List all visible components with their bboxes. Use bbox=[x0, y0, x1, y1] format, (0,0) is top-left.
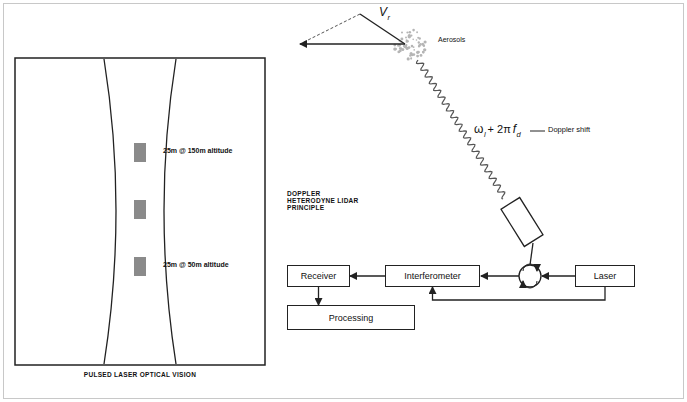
caption: PULSED LASER OPTICAL VISION bbox=[84, 371, 196, 378]
vector-subscript: r bbox=[388, 14, 391, 22]
aerosol-dot bbox=[405, 37, 407, 39]
box-label: Laser bbox=[594, 271, 617, 281]
beam-line bbox=[481, 275, 519, 276]
aerosol-dot bbox=[419, 37, 421, 39]
range-gate bbox=[134, 143, 146, 162]
aerosol-dot bbox=[421, 43, 424, 46]
part-label: Aerosols bbox=[438, 36, 465, 44]
aerosol-dot bbox=[401, 31, 403, 33]
aerosol-dot bbox=[405, 44, 407, 46]
aerosol-dot bbox=[418, 41, 420, 43]
connector bbox=[433, 287, 606, 300]
aerosol-dot bbox=[422, 51, 424, 53]
leader-line bbox=[530, 131, 545, 132]
frequency-subscript: l bbox=[484, 131, 486, 139]
beam-line bbox=[542, 275, 575, 276]
circulator-arrow bbox=[523, 281, 537, 288]
connector bbox=[318, 287, 319, 305]
aerosol-dot bbox=[399, 49, 402, 52]
aerosol-dot bbox=[424, 40, 427, 43]
aerosol-dot bbox=[410, 58, 412, 60]
aerosol-dot bbox=[406, 41, 408, 43]
velocity-vector bbox=[300, 43, 405, 44]
aerosol-dot bbox=[413, 49, 415, 51]
beam-edge bbox=[104, 59, 116, 364]
aerosol-dot bbox=[393, 48, 396, 51]
process-box: Laser bbox=[575, 265, 635, 287]
aerosol-dot bbox=[418, 44, 421, 47]
range-label: 25m @ 50m altitude bbox=[163, 261, 229, 269]
aerosol-dot bbox=[417, 51, 419, 53]
aerosol-dot bbox=[407, 57, 410, 60]
aerosol-dot bbox=[412, 29, 415, 32]
aerosol-dot bbox=[400, 37, 403, 40]
aerosol-dot bbox=[420, 54, 423, 57]
part-label: Doppler shift bbox=[548, 126, 590, 134]
section-heading: DOPPLER HETERODYNE LIDAR PRINCIPLE bbox=[287, 190, 367, 211]
circulator-arrow bbox=[523, 264, 537, 271]
aerosol-dot bbox=[406, 40, 409, 43]
beam-edge bbox=[164, 59, 176, 364]
aerosol-dot bbox=[406, 31, 408, 33]
frequency-subscript: d bbox=[517, 131, 521, 139]
aerosol-dot bbox=[405, 44, 407, 46]
aerosol-dot bbox=[423, 48, 426, 51]
connector bbox=[350, 275, 385, 276]
vector-symbol: V bbox=[379, 6, 387, 19]
box-label: Processing bbox=[329, 313, 374, 323]
range-gate bbox=[134, 200, 146, 219]
process-box: Processing bbox=[287, 305, 415, 330]
aerosol-dot bbox=[416, 39, 418, 41]
optical-path bbox=[530, 243, 533, 265]
aerosol-dot bbox=[413, 46, 415, 48]
aerosol-dot bbox=[416, 31, 418, 33]
aerosol-dot bbox=[412, 38, 414, 40]
panel-frame bbox=[15, 58, 265, 365]
outer-frame bbox=[4, 4, 684, 399]
telescope-body bbox=[501, 198, 543, 247]
range-label: 25m @ 150m altitude bbox=[163, 147, 232, 155]
process-box: Receiver bbox=[287, 265, 350, 287]
aerosol-dot bbox=[408, 46, 411, 49]
frequency-term: + 2π bbox=[488, 123, 511, 135]
telescope bbox=[501, 198, 543, 247]
range-gate bbox=[134, 257, 146, 276]
aerosol-dot bbox=[416, 55, 419, 58]
aerosol-dot bbox=[416, 51, 419, 54]
aerosol-dot bbox=[408, 34, 411, 37]
aerosol-dot bbox=[410, 57, 412, 59]
box-label: Interferometer bbox=[404, 271, 461, 281]
velocity-component bbox=[302, 14, 360, 43]
frequency-symbol: f bbox=[513, 123, 516, 136]
frequency-symbol: ω bbox=[474, 123, 483, 136]
aerosol-dot bbox=[409, 31, 412, 34]
process-box: Interferometer bbox=[385, 265, 480, 287]
circulator bbox=[519, 265, 541, 287]
box-label: Receiver bbox=[301, 271, 337, 281]
aerosol-dot bbox=[410, 52, 413, 55]
